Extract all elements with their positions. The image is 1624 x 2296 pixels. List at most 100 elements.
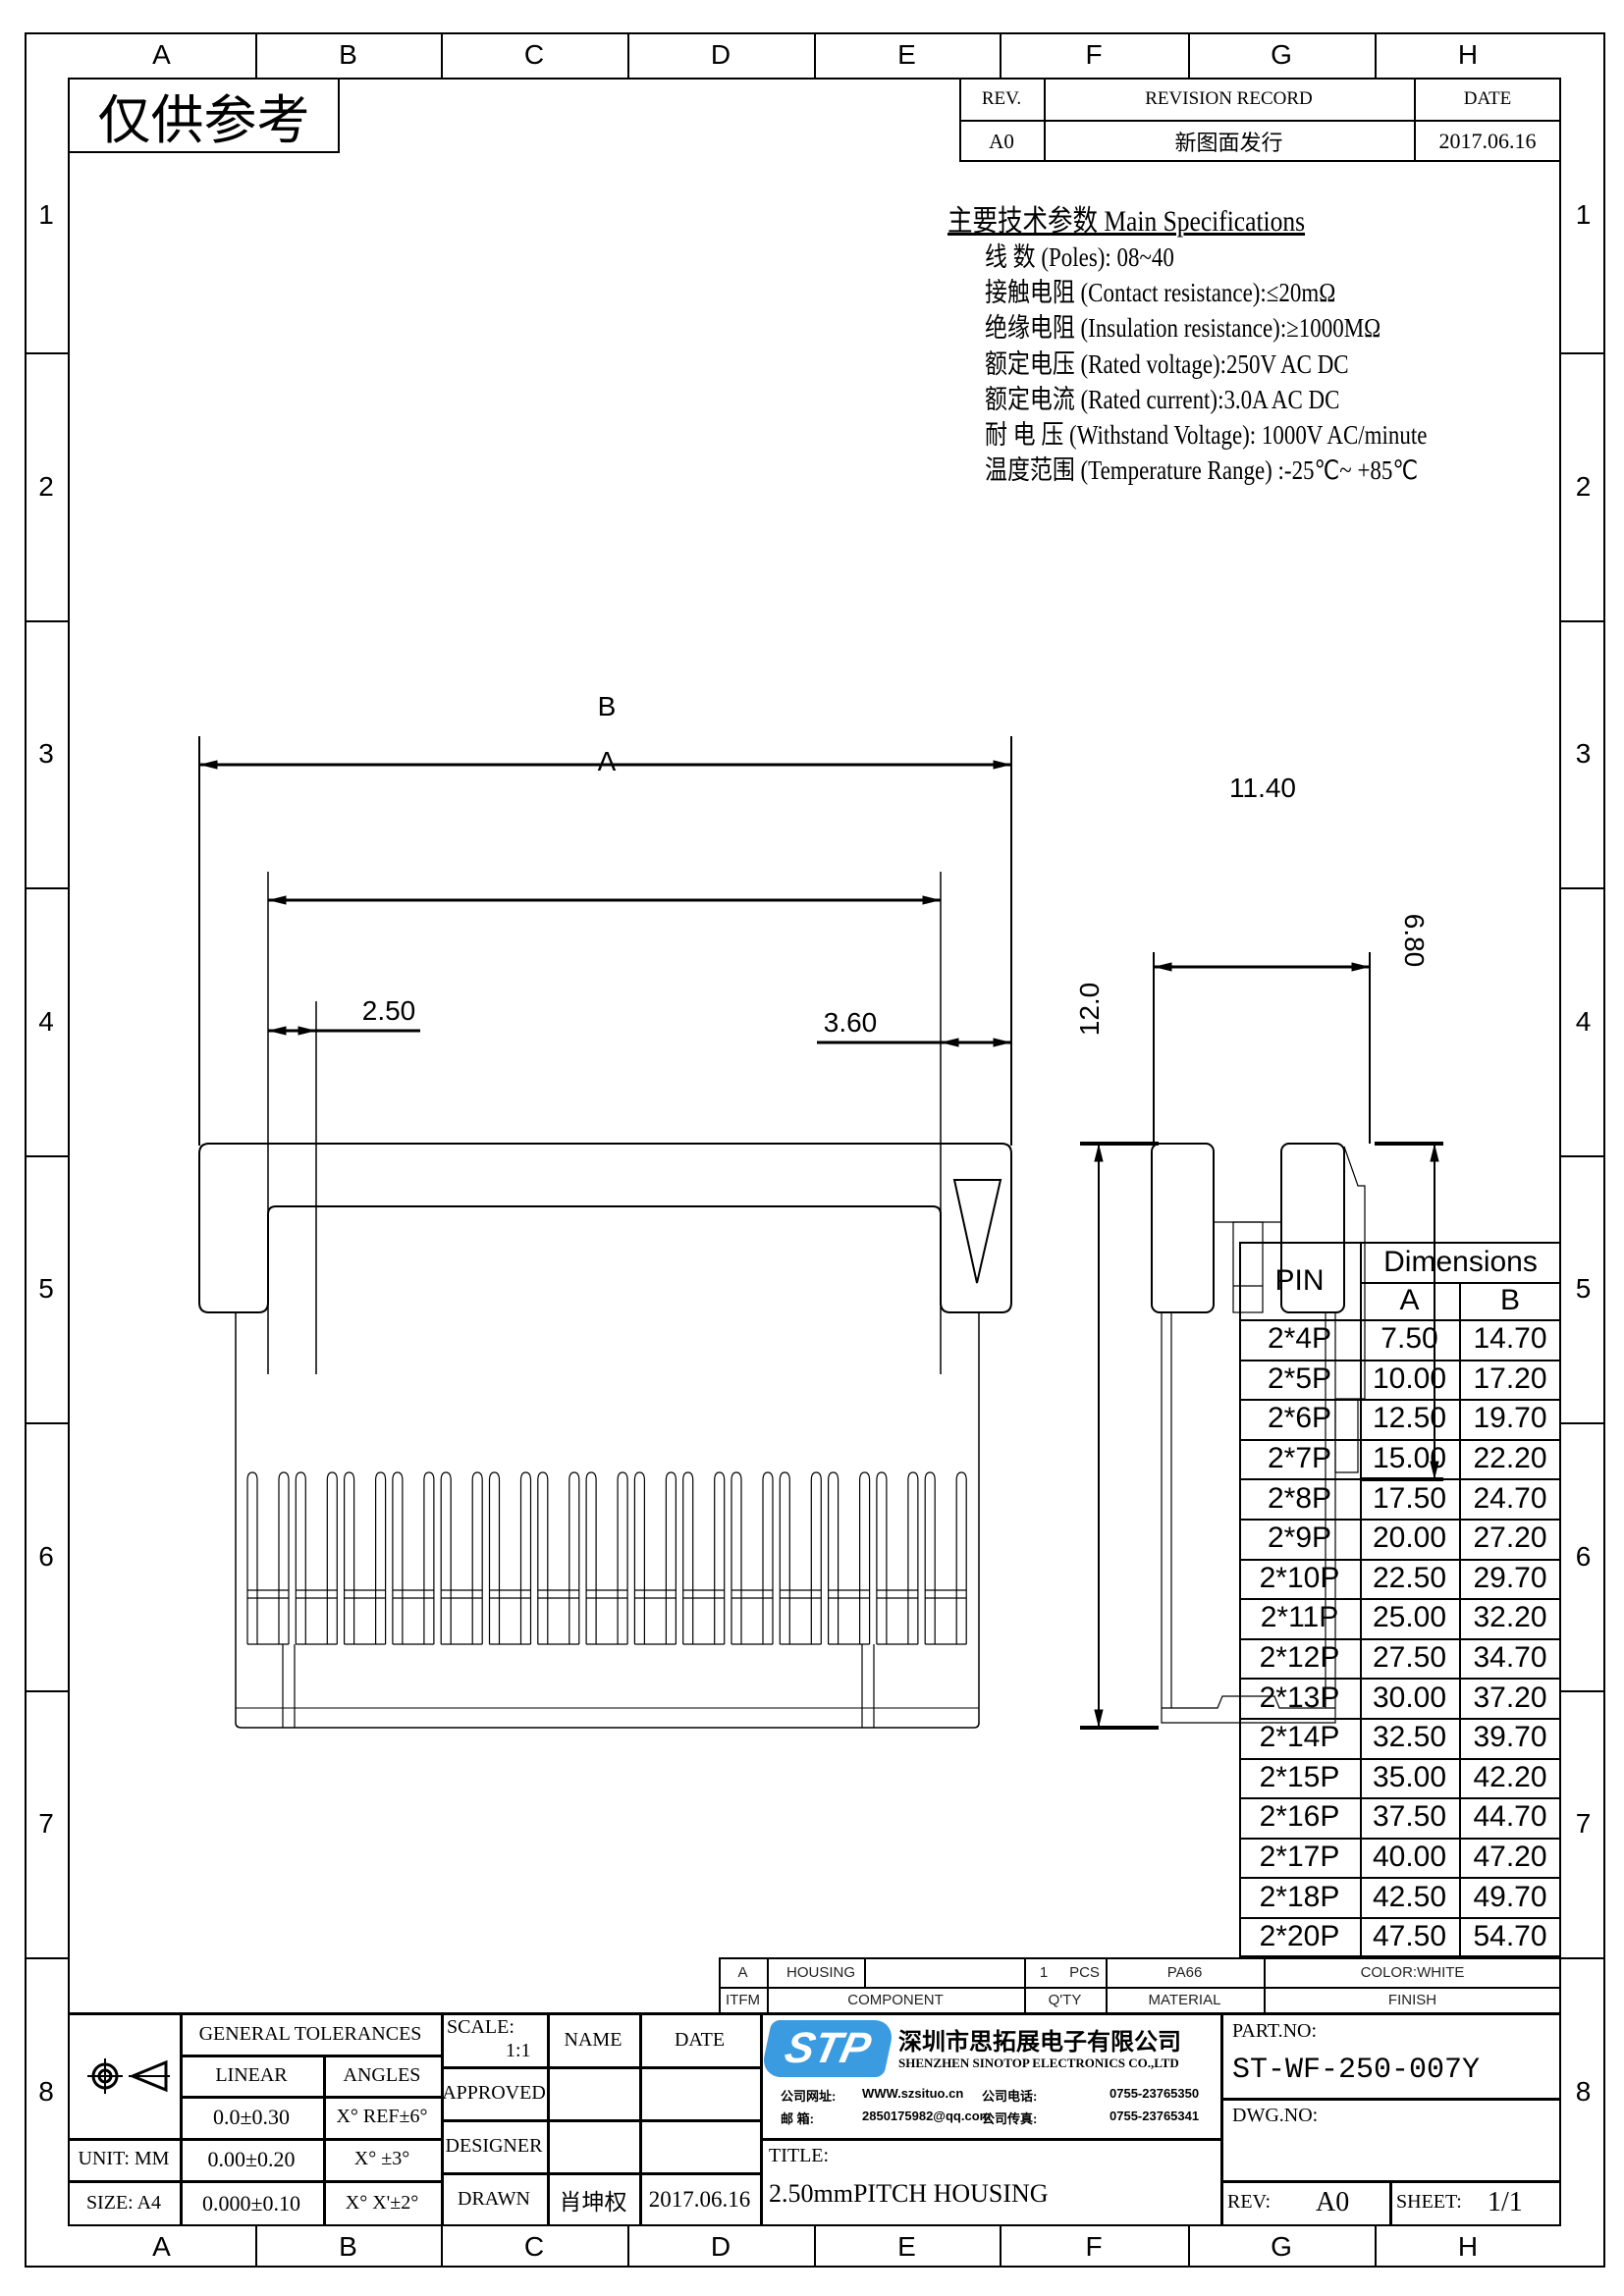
rule-line	[1239, 1917, 1561, 1919]
linear-tolerance: 0.00±0.20	[207, 2146, 296, 2171]
drawn-name: 肖坤权	[559, 2189, 627, 2216]
dim-b-label: B	[597, 691, 617, 721]
rule-line	[760, 2013, 763, 2226]
rule-line	[1239, 1399, 1561, 1402]
table-cell-b: 27.20	[1473, 1522, 1547, 1555]
dim-depth-label: 11.40	[1229, 773, 1296, 803]
bom-qty-unit: PCS	[1069, 1963, 1100, 1981]
rule-line	[1239, 1797, 1561, 1800]
rule-line	[1239, 1359, 1561, 1362]
rule-line	[255, 32, 257, 78]
rule-line	[1561, 1957, 1605, 1959]
table-cell-a: 22.50	[1372, 1561, 1447, 1594]
table-cell-pin: 2*7P	[1267, 1442, 1332, 1475]
unit-label: UNIT: MM	[78, 2148, 170, 2169]
rule-line	[1561, 1690, 1605, 1692]
rule-line	[627, 32, 629, 78]
housing-slot	[488, 1471, 532, 1645]
table-cell-pin: 2*14P	[1259, 1721, 1340, 1754]
dimension-arrow	[993, 760, 1010, 770]
dim-end-offset-label: 3.60	[823, 1007, 878, 1038]
bom-qty: 1	[1039, 1963, 1049, 1981]
row-label: 5	[38, 1273, 54, 1304]
spec-item: 线 数 (Poles): 08~40	[985, 242, 1174, 272]
linear-tolerance: 0.0±0.30	[212, 2104, 291, 2129]
pin-header: PIN	[1274, 1263, 1325, 1297]
tolerances-title: GENERAL TOLERANCES	[198, 2022, 422, 2045]
phone-label: 公司电话:	[982, 2089, 1038, 2104]
column-label: F	[1085, 2231, 1103, 2262]
inner-border	[68, 78, 1561, 2226]
rule-line	[1239, 1678, 1561, 1681]
housing-slot	[440, 1471, 483, 1645]
spec-item: 接触电阻 (Contact resistance):≤20mΩ	[985, 278, 1336, 308]
rule-line	[180, 2096, 441, 2099]
revision-record-header: REVISION RECORD	[1145, 88, 1313, 109]
table-cell-b: 54.70	[1473, 1920, 1547, 1953]
rule-line	[1106, 1957, 1108, 2013]
spec-item: 额定电压 (Rated voltage):250V AC DC	[985, 348, 1349, 379]
table-cell-pin: 2*20P	[1259, 1920, 1340, 1953]
bom-material: PA66	[1166, 1963, 1203, 1981]
housing-slot	[779, 1471, 822, 1645]
rule-line	[1239, 1598, 1561, 1601]
spec-item: 温度范围 (Temperature Range) :-25℃~ +85℃	[985, 455, 1419, 486]
linear-tolerance: 0.000±0.10	[201, 2190, 301, 2216]
housing-slot	[682, 1471, 726, 1645]
table-cell-pin: 2*17P	[1259, 1841, 1340, 1874]
column-label: H	[1457, 2231, 1479, 2262]
housing-slot	[344, 1471, 387, 1645]
table-cell-pin: 2*12P	[1259, 1641, 1340, 1675]
rule-line	[1000, 32, 1001, 78]
col-a-header: A	[1399, 1284, 1420, 1316]
row-label: 7	[1575, 1808, 1592, 1839]
polarity-triangle	[952, 1179, 1002, 1284]
rule-line	[441, 32, 443, 78]
dimension-arrow	[269, 1026, 287, 1036]
table-cell-a: 37.50	[1372, 1800, 1447, 1834]
table-cell-b: 24.70	[1473, 1481, 1547, 1515]
row-label: 2	[38, 470, 54, 502]
row-label: 7	[38, 1808, 54, 1839]
rule-line	[719, 1987, 1561, 1989]
housing-slot	[585, 1471, 628, 1645]
dimension-arrow	[269, 895, 287, 905]
side-lock	[1334, 1146, 1366, 1473]
fax-label: 公司传真:	[982, 2111, 1038, 2126]
fax-number: 0755-23765341	[1110, 2109, 1200, 2123]
sheet-value: 1/1	[1488, 2187, 1523, 2217]
rule-line	[441, 2066, 760, 2069]
table-cell-b: 37.20	[1473, 1681, 1547, 1714]
rule-line	[864, 1957, 866, 1987]
housing-body	[235, 1312, 980, 1729]
title-label: TITLE:	[769, 2145, 830, 2166]
rev-header: REV.	[981, 88, 1022, 109]
table-cell-b: 32.20	[1473, 1601, 1547, 1634]
rule-line	[1239, 1319, 1561, 1321]
table-cell-a: 20.00	[1372, 1522, 1447, 1555]
rule-line	[1239, 1877, 1561, 1880]
rule-line	[719, 1957, 1561, 1959]
housing-slot	[828, 1471, 871, 1645]
rule-line	[1000, 2226, 1001, 2268]
rule-line	[1389, 2180, 1392, 2226]
rule-line	[25, 1422, 68, 1424]
side-block-right	[1280, 1143, 1345, 1313]
rule-line	[25, 1690, 68, 1692]
dim-height-label: 12.0	[1074, 982, 1105, 1037]
row-label: 3	[38, 738, 54, 769]
table-cell-a: 17.50	[1372, 1481, 1447, 1515]
rule-line	[25, 1957, 68, 1959]
size-label: SIZE: A4	[85, 2192, 162, 2214]
rule-line	[1561, 887, 1605, 889]
specs-title: 主要技术参数 Main Specifications	[947, 205, 1306, 238]
table-cell-a: 40.00	[1372, 1841, 1447, 1874]
row-label: 8	[38, 2076, 54, 2107]
sheet-label: SHEET:	[1396, 2191, 1462, 2213]
angle-tolerance: X° REF±6°	[336, 2106, 428, 2127]
bom-material-header: MATERIAL	[1148, 1992, 1221, 2008]
rule-line	[68, 2180, 441, 2183]
rule-line	[1561, 1155, 1605, 1157]
rule-line	[1375, 32, 1377, 78]
bom-qty-header: Q'TY	[1048, 1992, 1082, 2008]
